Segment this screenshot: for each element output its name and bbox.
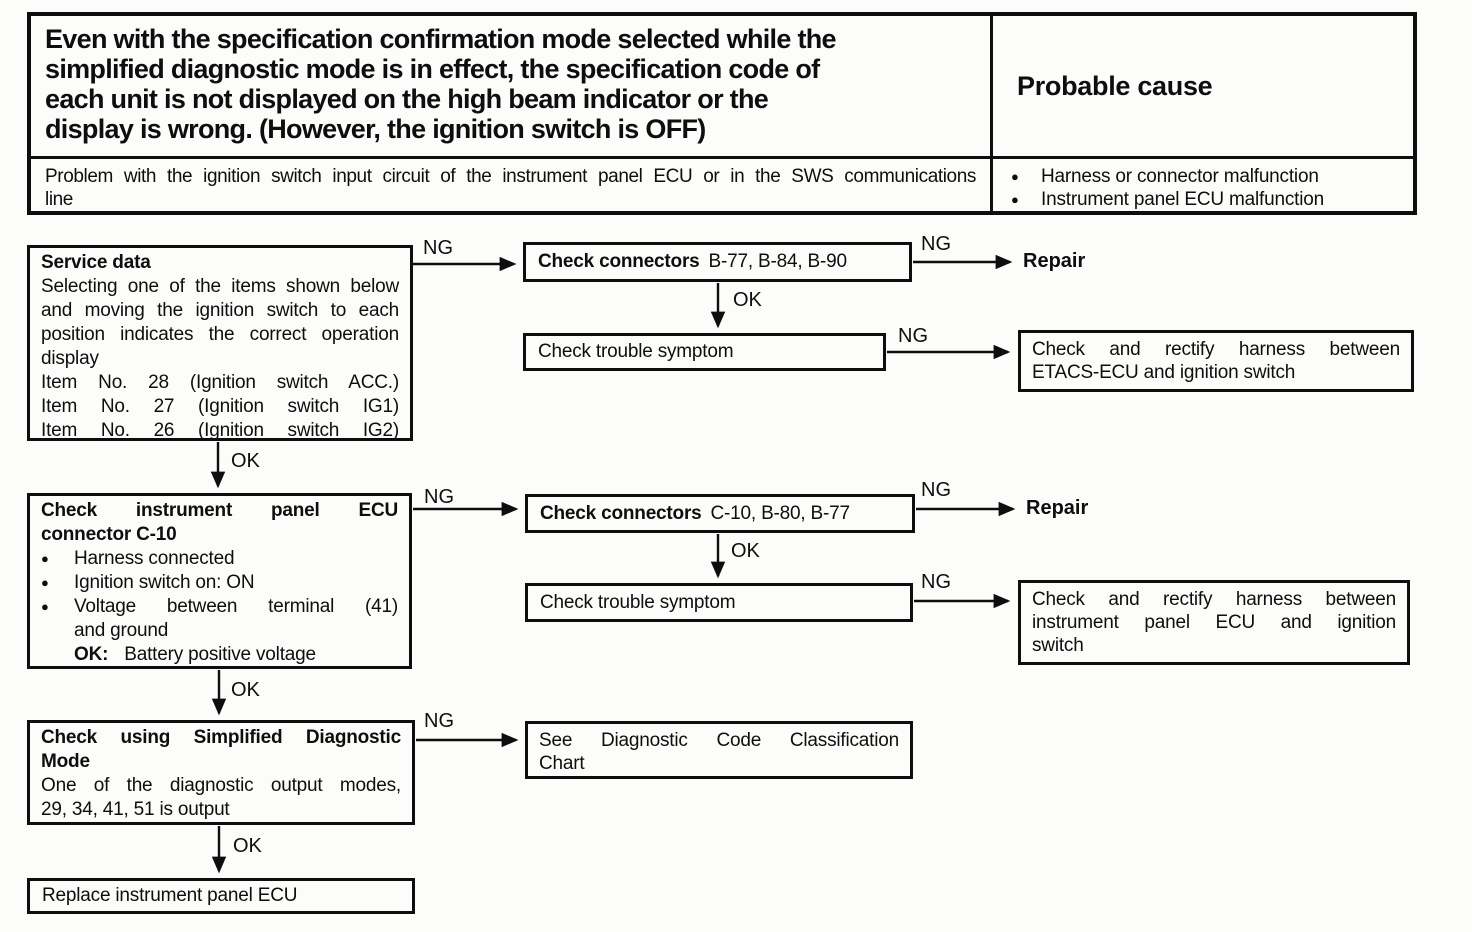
bullet-icon: ● [1011,192,1019,207]
service-data-box: Service data Selecting one of the items … [27,245,413,441]
bullet-text-line: Voltage between terminal (41) [74,596,398,617]
symptom-line: simplified diagnostic mode is in effect,… [45,54,820,84]
replace-ecu-text: Replace instrument panel ECU [42,885,298,906]
simplified-diagnostic-box: Check using Simplified Diagnostic Mode O… [27,720,415,825]
cause-text: Instrument panel ECU malfunction [1041,189,1324,210]
ok-condition-key: OK: [74,644,109,665]
repair-label: Repair [1023,250,1086,272]
symptom-line: Even with the specification confirmation… [45,24,837,54]
see-diagnostic-chart-box: See Diagnostic Code Classification Chart [525,721,913,779]
check-ecu-title-line: Check instrument panel ECU [41,500,398,521]
check-ecu-bullet: ● Harness connected [41,547,398,571]
rectify-harness-box-1: Check and rectify harness between ETACS-… [1018,330,1414,392]
ng-label: NG [423,237,453,259]
check-ecu-connector-box: Check instrument panel ECU connector C-1… [27,493,412,669]
ng-label: NG [921,479,951,501]
symptom-cell: Even with the specification confirmation… [31,16,993,156]
ng-label: NG [921,233,951,255]
ng-label: NG [424,710,454,732]
repair-label: Repair [1026,497,1089,519]
rectify-line: ETACS-ECU and ignition switch [1032,362,1296,383]
check-connectors-box-1: Check connectors B-77, B-84, B-90 [523,242,912,282]
ok-label: OK [733,289,762,311]
problem-detail-cell: Problem with the ignition switch input c… [31,156,993,211]
ok-label: OK [231,679,260,701]
rectify-harness-box-2: Check and rectify harness between instru… [1018,580,1410,665]
bullet-icon: ● [41,599,49,614]
simplified-title-line: Mode [41,751,90,772]
symptom-line: display is wrong. (However, the ignition… [45,114,706,144]
cause-list: ● Harness or connector malfunction ● Ins… [993,156,1413,211]
check-trouble-symptom-box-2: Check trouble symptom [525,583,913,622]
bullet-text: Harness connected [74,548,235,569]
check-trouble-symptom-box-1: Check trouble symptom [523,333,886,371]
see-chart-line: Chart [539,753,585,774]
probable-cause-heading: Probable cause [1017,70,1213,101]
check-ecu-bullet: ● Voltage between terminal (41) and grou… [41,595,398,643]
connector-ids: C-10, B-80, B-77 [710,502,851,524]
bullet-icon: ● [41,575,49,590]
bullet-icon: ● [1011,169,1019,184]
service-data-body-line: display [41,348,99,369]
service-data-item: Item No. 26 (Ignition switch IG2) [41,420,399,441]
check-trouble-text: Check trouble symptom [538,341,734,362]
service-data-title: Service data [41,252,151,273]
problem-detail-line: line [45,189,73,210]
service-data-body-line: position indicates the correct operation [41,324,399,345]
bullet-text-line: and ground [74,620,169,641]
check-ecu-title-line: connector C-10 [41,524,177,545]
ok-condition-value: Battery positive voltage [124,644,316,665]
check-ecu-bullet: ● Ignition switch on: ON [41,571,398,595]
bullet-text: Ignition switch on: ON [74,572,255,593]
ok-condition: OK: Battery positive voltage [74,643,398,667]
check-connectors-box-2: Check connectors C-10, B-80, B-77 [525,494,915,533]
ok-label: OK [233,835,262,857]
simplified-title-line: Check using Simplified Diagnostic [41,727,401,748]
rectify-line: Check and rectify harness between [1032,339,1400,360]
probable-cause-cell: Probable cause [993,16,1413,156]
rectify-line: switch [1032,635,1084,656]
simplified-body-line: 29, 34, 41, 51 is output [41,799,230,820]
replace-ecu-box: Replace instrument panel ECU [27,878,415,914]
problem-detail-line: Problem with the ignition switch input c… [45,166,976,187]
rectify-line: instrument panel ECU and ignition [1032,612,1396,633]
check-connectors-label: Check connectors [538,251,700,272]
service-data-item: Item No. 27 (Ignition switch IG1) [41,396,399,417]
check-connectors-label: Check connectors [540,502,702,524]
ng-label: NG [424,486,454,508]
service-data-body-line: and moving the ignition switch to each [41,300,399,321]
connector-ids: B-77, B-84, B-90 [708,251,848,272]
ng-label: NG [921,571,951,593]
symptom-cause-table: Even with the specification confirmation… [27,12,1417,215]
ok-label: OK [231,450,260,472]
bullet-icon: ● [41,551,49,566]
service-data-item: Item No. 28 (Ignition switch ACC.) [41,372,399,393]
symptom-line: each unit is not displayed on the high b… [45,84,769,114]
ok-label: OK [731,540,760,562]
cause-item: ● Harness or connector malfunction [1011,165,1413,188]
simplified-body-line: One of the diagnostic output modes, [41,775,401,796]
bullet-text: Voltage between terminal (41) and ground [74,595,398,643]
service-data-body-line: Selecting one of the items shown below [41,276,399,297]
cause-text: Harness or connector malfunction [1041,166,1319,187]
check-trouble-text: Check trouble symptom [540,591,736,613]
cause-item: ● Instrument panel ECU malfunction [1011,188,1413,211]
ng-label: NG [898,325,928,347]
see-chart-line: See Diagnostic Code Classification [539,730,899,751]
rectify-line: Check and rectify harness between [1032,589,1396,610]
